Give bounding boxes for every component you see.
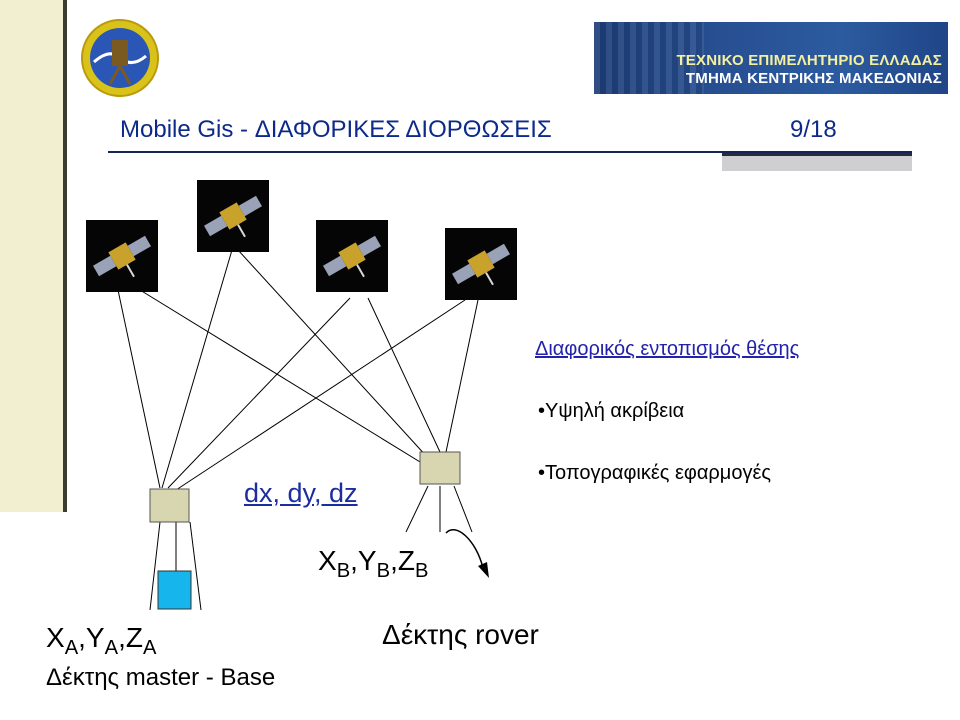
satellite-icon [86,220,158,292]
base-coordinates: XA,YA,ZA [46,622,156,660]
base-antenna-box [158,571,191,609]
base-receiver-box [150,489,189,522]
signal-line [162,250,232,488]
signal-line [406,486,428,532]
satellite-icon [445,228,517,300]
rover-receiver-box [420,452,460,484]
satellite-image [197,180,269,252]
base-caption: Δέκτης master - Base [46,664,275,692]
satellite-image [445,228,517,300]
rover-pointer-arrowhead [478,562,489,578]
bullet-item: •Τοπογραφικές εφαρμογές [538,462,771,485]
satellite-icon [316,220,388,292]
signal-line [140,290,425,465]
satellite-icon [197,180,269,252]
delta-label: dx, dy, dz [244,478,358,509]
bullet-text: Τοπογραφικές εφαρμογές [545,462,771,484]
bullet-item: •Υψηλή ακρίβεια [538,400,684,423]
signal-line [368,298,440,452]
satellite-image [86,220,158,292]
rover-caption: Δέκτης rover [382,619,539,651]
signal-line [118,290,160,488]
signal-line [190,522,201,610]
signal-line [454,486,472,532]
signal-line [446,300,478,452]
rover-coordinates: XB,YB,ZB [318,545,428,583]
satellite-image [316,220,388,292]
bullet-text: Υψηλή ακρίβεια [545,400,684,422]
section-heading: Διαφορικός εντοπισμός θέσης [535,338,799,361]
rover-pointer-arrow [446,530,483,568]
